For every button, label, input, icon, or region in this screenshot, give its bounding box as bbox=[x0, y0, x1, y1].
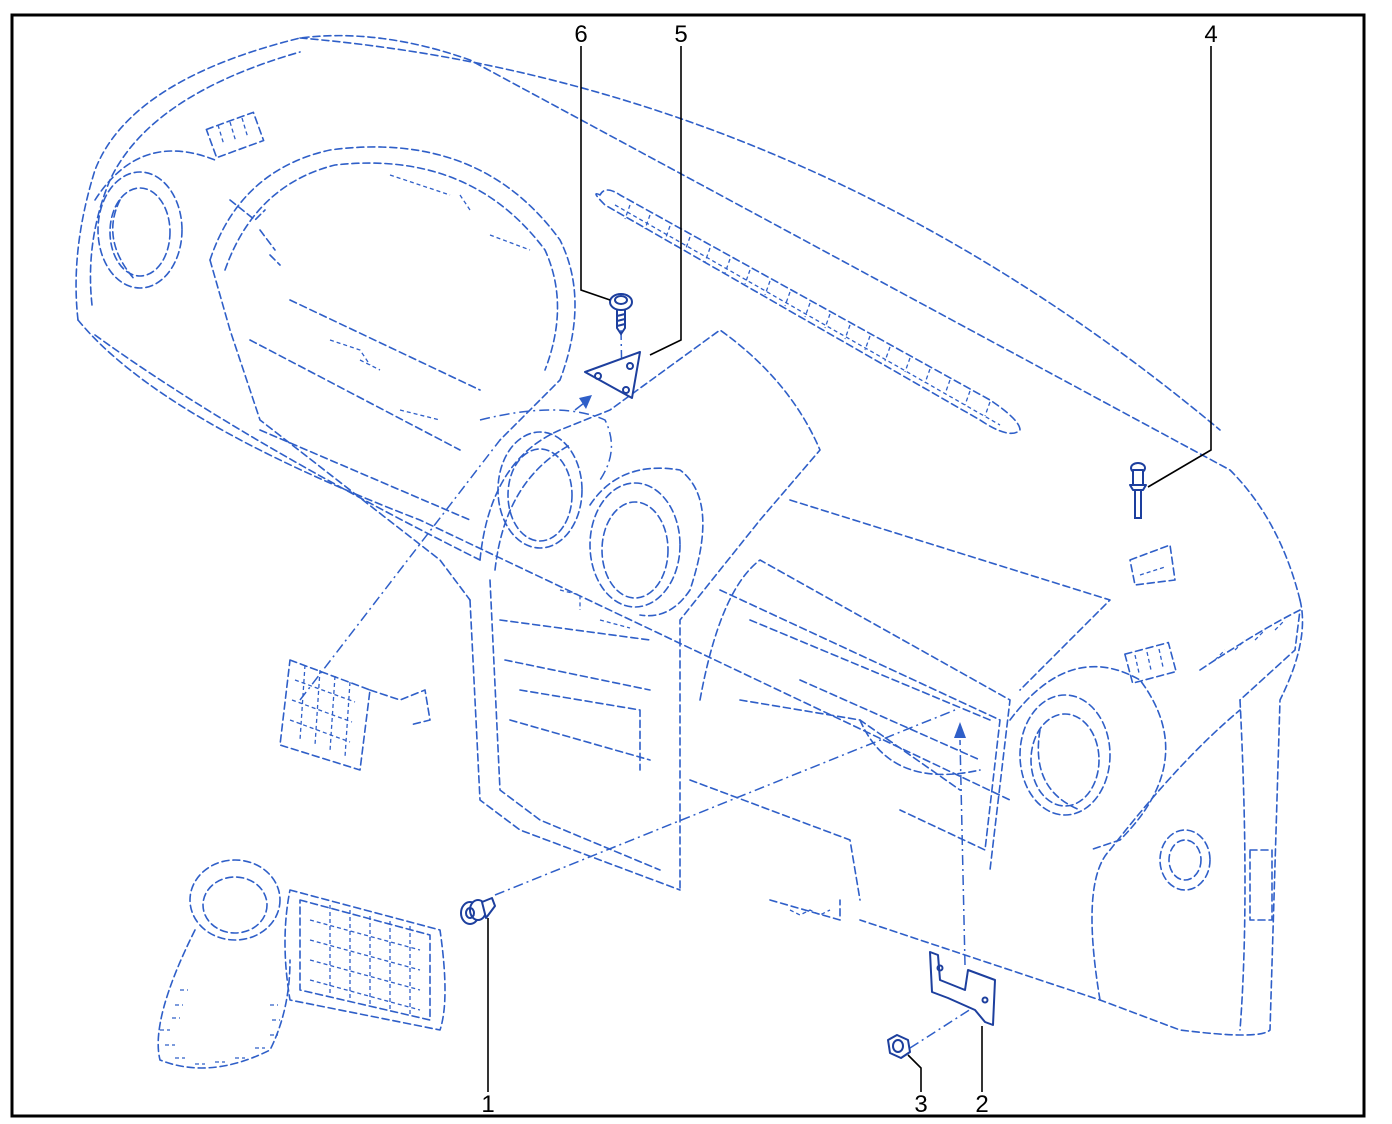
callout-labels: 6 5 4 1 3 2 bbox=[481, 21, 1217, 1118]
dashboard-ghost-outline bbox=[75, 34, 1304, 1069]
arrowhead-bracket bbox=[954, 722, 966, 738]
clip-part bbox=[460, 897, 496, 925]
nut-part bbox=[887, 1034, 911, 1059]
callout-2: 2 bbox=[975, 1091, 988, 1118]
bracket-part bbox=[929, 951, 996, 1026]
assembly-lines bbox=[494, 329, 986, 1049]
callout-1: 1 bbox=[481, 1091, 494, 1118]
callout-4: 4 bbox=[1204, 21, 1217, 48]
callout-5: 5 bbox=[674, 21, 687, 48]
callout-3: 3 bbox=[914, 1091, 927, 1118]
frame-border bbox=[10, 13, 1366, 1118]
triangular-plate-part bbox=[584, 351, 641, 399]
rivet-part bbox=[1129, 462, 1147, 519]
arrowhead-plate bbox=[579, 395, 592, 409]
screw-part bbox=[609, 293, 633, 336]
callout-6: 6 bbox=[574, 21, 587, 48]
leader-lines bbox=[487, 46, 1212, 1092]
